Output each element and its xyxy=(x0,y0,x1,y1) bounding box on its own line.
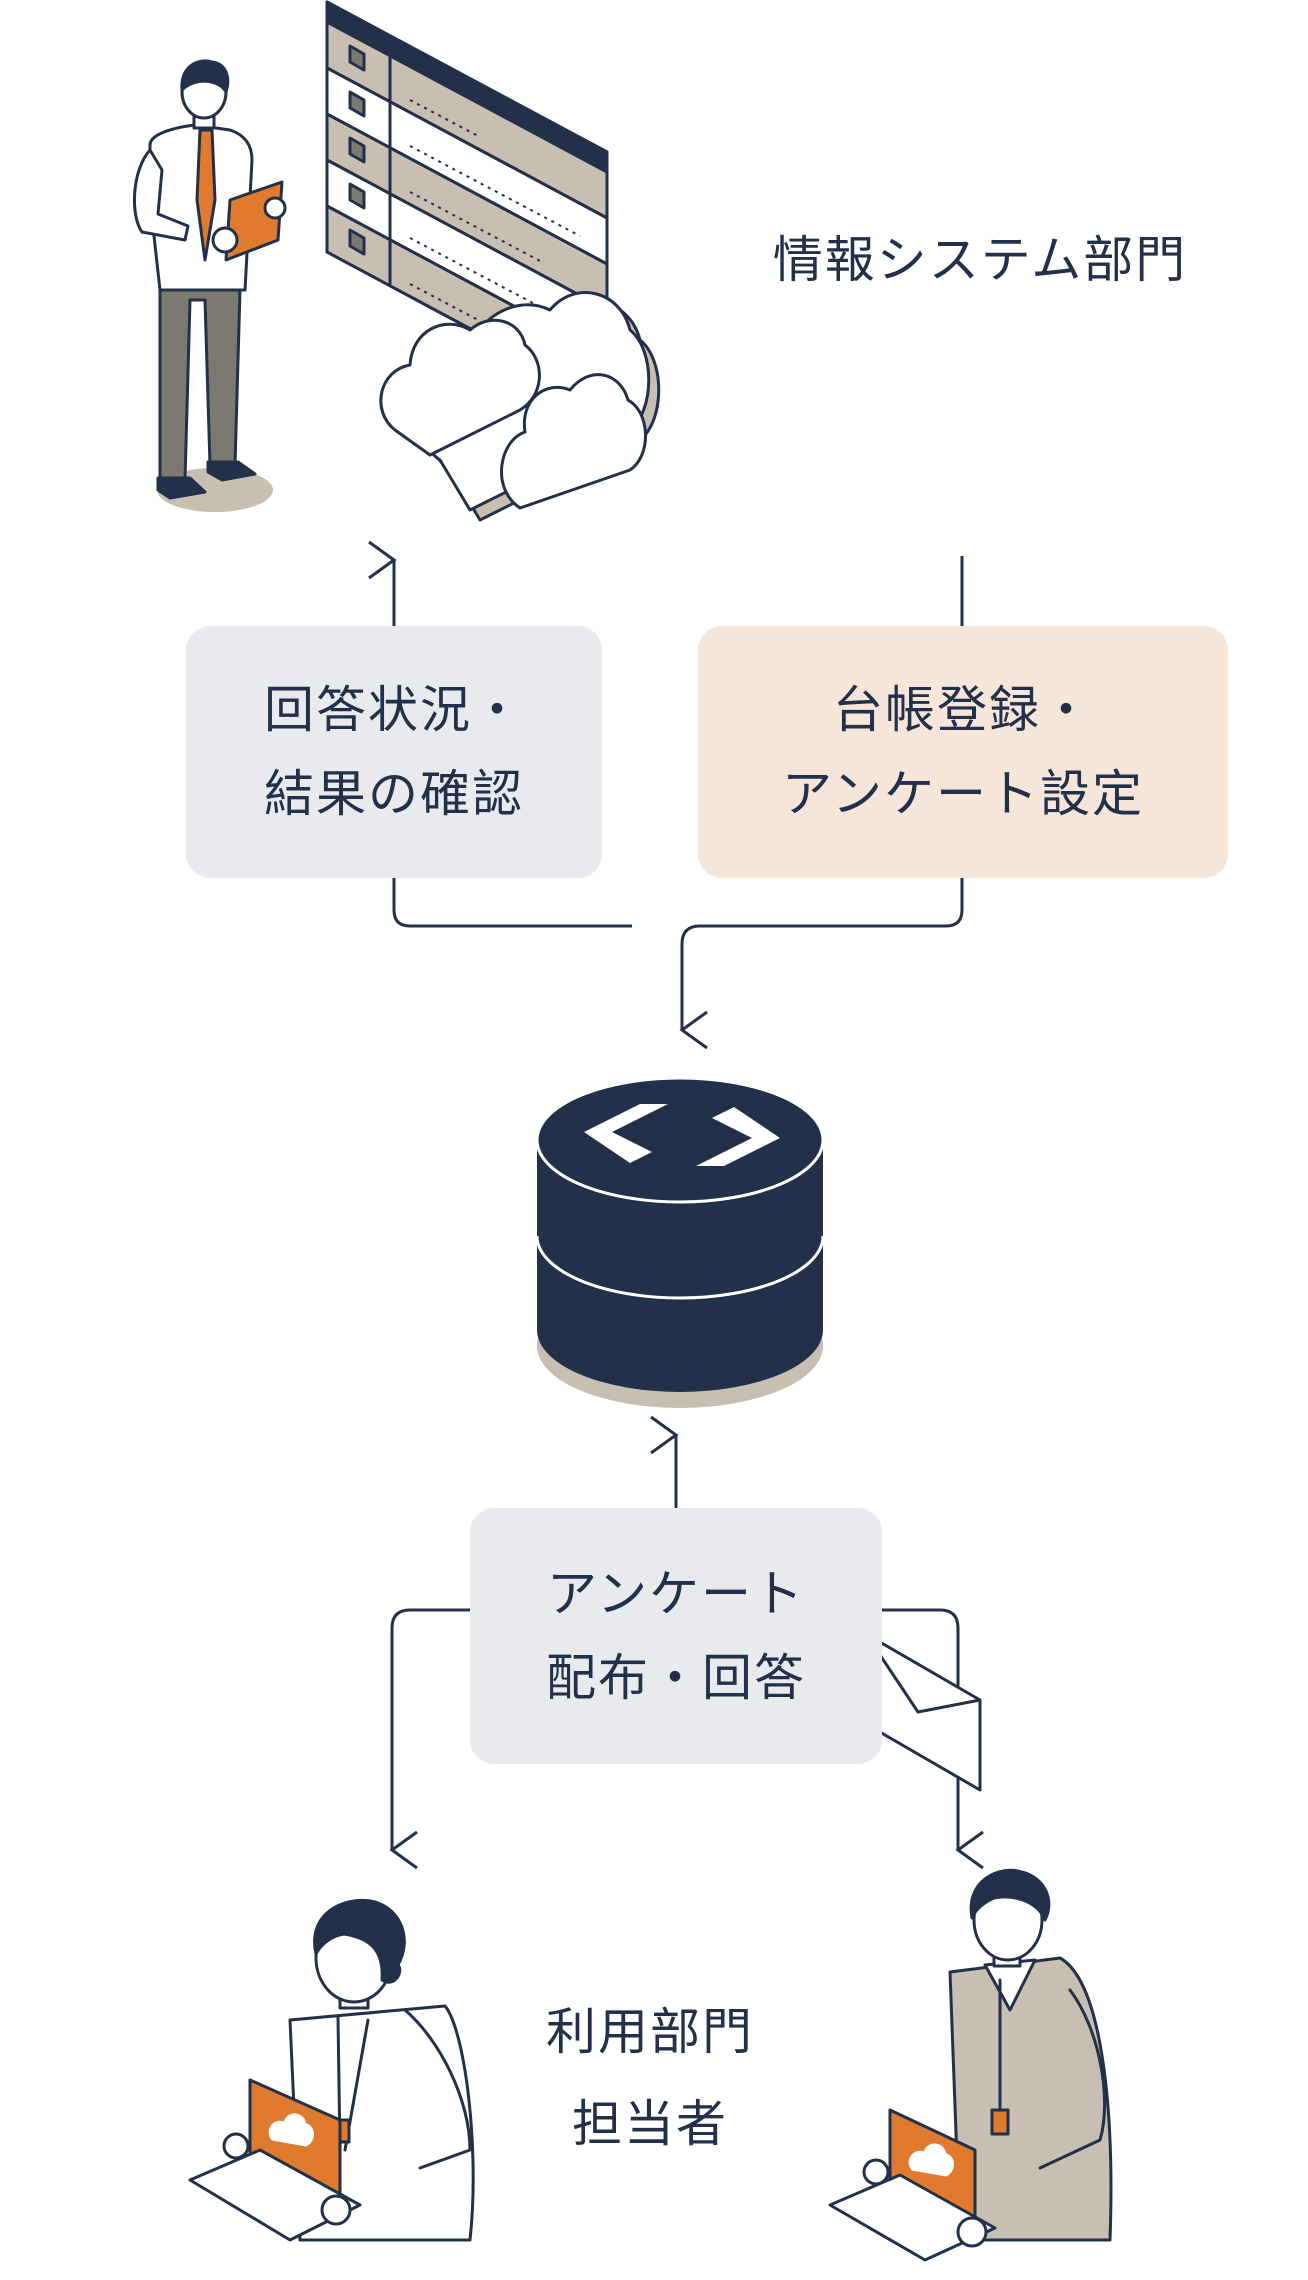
envelope-icon xyxy=(864,1632,982,1792)
database-logo-icon xyxy=(535,1076,825,1408)
status-check-line-1: 回答状況・ xyxy=(264,681,524,739)
register-setup-box: 台帳登録・ アンケート設定 xyxy=(698,626,1228,878)
flow-connectors xyxy=(368,540,984,1870)
register-setup-line-2: アンケート設定 xyxy=(782,765,1144,823)
user-department-line-2: 担当者 xyxy=(572,2095,728,2153)
user-department-line-1: 利用部門 xyxy=(546,2003,754,2061)
it-staff-person-icon xyxy=(132,59,287,512)
user-man-person-icon xyxy=(828,1868,1113,2262)
survey-distribution-line-2: 配布・回答 xyxy=(546,1649,806,1707)
status-check-box: 回答状況・ 結果の確認 xyxy=(186,626,602,878)
cloud-icon xyxy=(379,291,661,522)
user-department-label: 利用部門 担当者 xyxy=(490,1978,810,2178)
user-woman-person-icon xyxy=(188,1898,475,2242)
status-check-line-2: 結果の確認 xyxy=(264,765,524,823)
register-setup-line-1: 台帳登録・ xyxy=(833,681,1093,739)
survey-distribution-box: アンケート 配布・回答 xyxy=(470,1508,882,1764)
it-department-label: 情報システム部門 xyxy=(772,231,1188,289)
survey-distribution-line-1: アンケート xyxy=(547,1565,805,1623)
